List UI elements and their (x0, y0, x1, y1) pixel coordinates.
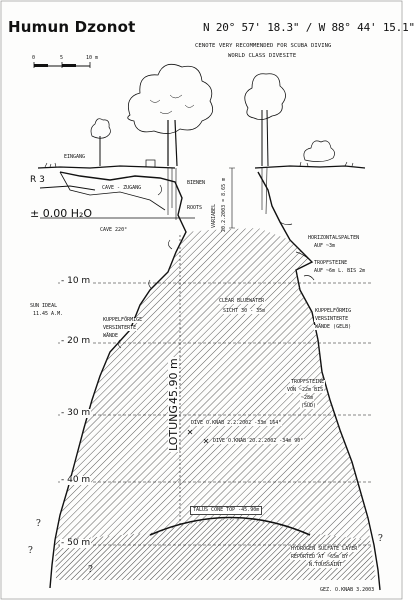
depth-marker-30: - 30 m (60, 408, 92, 418)
label-hydro-2: REPORTED AT ~65m BY (290, 554, 350, 560)
tree-right-icon (244, 73, 286, 167)
dive-marker-1 (187, 429, 193, 435)
question-mark-4: ? (378, 534, 383, 544)
label-sun-2: 11.45 A.M. (33, 311, 64, 317)
dive-marker-2 (203, 438, 209, 444)
label-roots: ROOTS (186, 205, 204, 211)
talus-cone (55, 519, 376, 580)
label-kuppel-left-2: VERSINTERTE (102, 325, 138, 331)
cenote-cross-section (0, 0, 403, 600)
scale-label-10: 10 m (86, 55, 99, 61)
footer-signature: GEZ. O.KNAB 3.2003 (320, 587, 375, 593)
ground-surface (37, 159, 366, 169)
water-body (55, 228, 370, 540)
question-mark-1: ? (36, 519, 41, 529)
label-clear-1: CLEAR BLUEWATER (218, 298, 266, 304)
label-kuppel-left-3: WÄNDE (102, 333, 120, 339)
label-horizontal-1: HORIZONTALSPALTEN (308, 235, 360, 241)
label-tropf-a1: TROPFSTEINE (314, 260, 348, 266)
label-kuppel-right-2: VERSINTERTE (314, 316, 350, 322)
question-mark-3: ? (88, 565, 93, 575)
label-eingang: EINGANG (64, 154, 86, 160)
label-horizontal-2: AUF ~3m (314, 243, 336, 249)
label-hydro-3: N.TOUSSAINT (308, 562, 344, 568)
label-date-level: 20.2.2003 = 8.65 m (221, 177, 227, 232)
scale-label-0: 0 (32, 55, 36, 61)
label-tropf-b2: VON ~22m BIS (286, 387, 325, 393)
label-tropf-a2: AUF ~6m L. BIS 2m (314, 268, 366, 274)
talus-top-line (149, 516, 311, 536)
label-bienen: BIENEN (186, 180, 207, 186)
depth-marker-20: - 20 m (60, 336, 92, 346)
label-talus: TALUS CONE TOP -45.90m (190, 506, 263, 515)
label-clear-2: SICHT 30 - 35m (222, 308, 267, 314)
scale-bar (33, 62, 91, 68)
label-dive-2: DIVE O.KNAB 20.2.2002 -34m 90° (212, 438, 305, 444)
label-sun-1: SUN IDEAL (30, 303, 58, 309)
tree-left-large-icon (127, 63, 214, 167)
label-kuppel-right-3: WÄNDE (GELB) (314, 324, 353, 330)
label-hydro-1: HYDROGEN SULFATE LAYER (290, 546, 359, 552)
label-cave-220: CAVE 220° (100, 227, 128, 233)
label-tropf-b4: (SÜD) (300, 403, 318, 409)
label-lotung: LOTUNG (167, 404, 180, 452)
subtitle-line-1: CENOTE VERY RECOMMENDED FOR SCUBA DIVING (195, 43, 332, 49)
label-variabel: VARIABEL (211, 203, 217, 228)
subtitle-line-2: WORLD CLASS DIVESITE (228, 53, 297, 59)
bush-right-icon (303, 140, 335, 162)
label-water-level: ± 0.00 H₂O (30, 207, 93, 220)
question-mark-2: ? (28, 546, 33, 556)
label-dive-1: DIVE O.KNAB 2.2.2002 -33m 164° (190, 420, 283, 426)
depth-marker-40: - 40 m (60, 475, 92, 485)
tree-left-small-icon (90, 118, 111, 166)
label-kuppel-left-1: KUPPELFÖRMIGE (102, 317, 144, 323)
depth-marker-10: - 10 m (60, 276, 92, 286)
label-cave-zugang: CAVE - ZUGANG (102, 185, 142, 191)
label-kuppel-right-1: KUPPELFÖRMIG (314, 308, 353, 314)
label-tropf-b3: ~28m (300, 395, 315, 401)
roots (167, 167, 268, 220)
page-border (0, 0, 403, 600)
depth-lines (58, 282, 372, 546)
page-title: Humun Dzonot (8, 18, 136, 36)
coordinates: N 20° 57' 18.3" / W 88° 44' 15.1" (203, 21, 415, 34)
label-lotung-value: 45.90 m (167, 357, 180, 405)
label-tropf-b1: TROPFSTEINE (290, 379, 326, 385)
label-r3: R 3 (30, 175, 45, 185)
depth-marker-50: - 50 m (60, 538, 92, 548)
scale-label-5: 5 (60, 55, 64, 61)
